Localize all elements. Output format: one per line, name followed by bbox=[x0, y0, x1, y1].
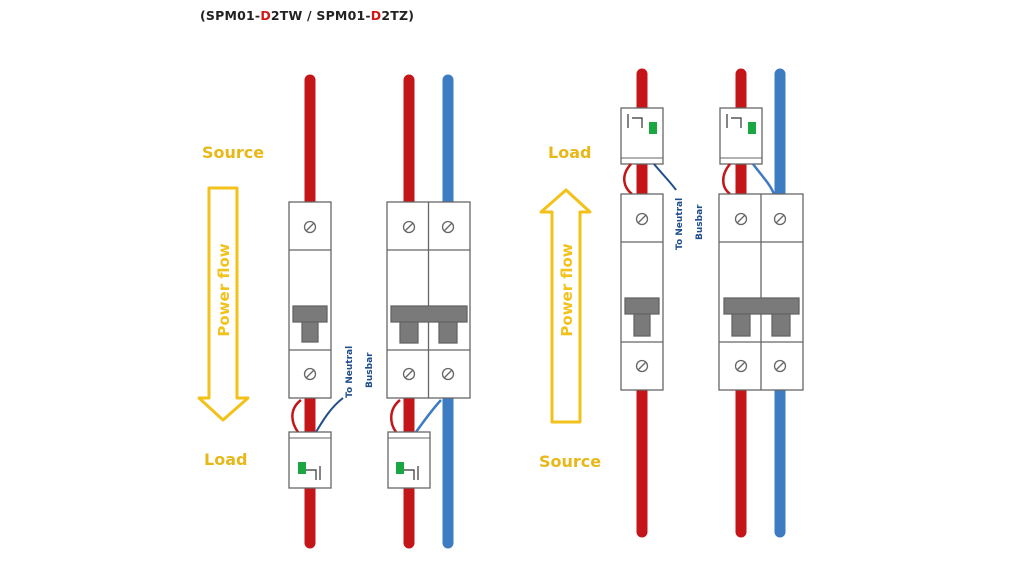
neutral-note-line2: Busbar bbox=[695, 204, 705, 240]
status-indicator bbox=[748, 122, 756, 134]
module-body bbox=[387, 431, 431, 489]
load-label: Load bbox=[204, 450, 247, 469]
right-diagram: Load Power flow Source bbox=[539, 68, 804, 538]
module-body bbox=[620, 107, 664, 165]
load-label: Load bbox=[548, 143, 591, 162]
breaker-2p bbox=[718, 193, 804, 391]
breaker-body bbox=[288, 201, 332, 399]
source-label: Source bbox=[202, 143, 264, 162]
monitor-module bbox=[719, 107, 776, 195]
status-indicator bbox=[298, 462, 306, 474]
left-diagram: Source Power flow Load bbox=[197, 74, 471, 549]
status-indicator bbox=[396, 462, 404, 474]
neutral-note-line2: Busbar bbox=[365, 352, 375, 388]
neutral-note-line1: To Neutral bbox=[345, 346, 355, 398]
module-body bbox=[719, 107, 763, 165]
power-flow-arrow-down: Power flow bbox=[197, 186, 250, 422]
breaker-1p bbox=[620, 193, 664, 391]
diagram-title: (SPM01-D2TW / SPM01-D2TZ) bbox=[200, 8, 415, 23]
breaker-toggle bbox=[292, 305, 328, 323]
source-label: Source bbox=[539, 452, 601, 471]
monitor-module bbox=[620, 107, 677, 195]
neutral-note-line1: To Neutral bbox=[675, 198, 685, 250]
breaker-toggle bbox=[723, 297, 800, 315]
module-body bbox=[288, 431, 332, 489]
breaker-toggle bbox=[390, 305, 468, 323]
breaker-1p bbox=[288, 201, 332, 399]
monitor-module bbox=[387, 399, 442, 489]
breaker-body bbox=[620, 193, 664, 391]
breaker-toggle bbox=[624, 297, 660, 315]
power-flow-arrow-up: Power flow bbox=[539, 188, 592, 424]
monitor-module bbox=[288, 397, 344, 489]
power-flow-label: Power flow bbox=[558, 243, 576, 336]
status-indicator bbox=[649, 122, 657, 134]
breaker-2p bbox=[386, 201, 471, 399]
power-flow-label: Power flow bbox=[215, 243, 233, 336]
